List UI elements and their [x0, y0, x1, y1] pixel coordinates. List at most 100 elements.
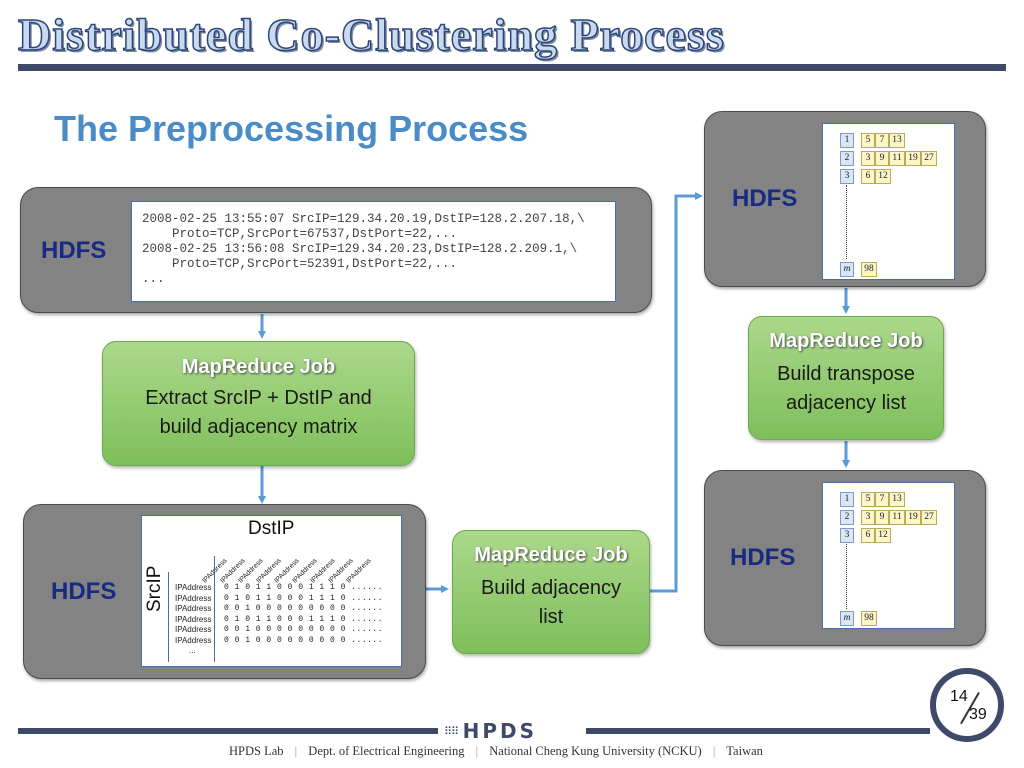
footer-rule-left [18, 728, 438, 734]
mapreduce-job-title: MapReduce Job [181, 356, 336, 378]
matrix-axis-line [214, 556, 215, 662]
footer-rule-right [586, 728, 930, 734]
matrix-row-axis-label: SrcIP [144, 565, 165, 612]
adjacency-matrix-box: DstIP SrcIP IPAddress IPAddress IPAddres… [141, 515, 402, 667]
logo-grid-icon: ⠿⠿ [444, 725, 459, 738]
list-continuation-line [846, 544, 847, 609]
matrix-col-axis-label: DstIP [248, 518, 295, 539]
list-key: 3 [840, 528, 854, 543]
list-key: m [840, 611, 854, 626]
footer-credits: HPDS Lab | Dept. of Electrical Engineeri… [229, 744, 763, 759]
matrix-row-labels: IPAddress IPAddress IPAddress IPAddress … [175, 583, 211, 657]
mapreduce-job-adjacency-list: MapReduce Job Build adjacency list [452, 530, 650, 654]
list-key: m [840, 262, 854, 277]
matrix-row-label: IPAddress [175, 583, 212, 592]
list-value: 12 [875, 528, 891, 543]
mapreduce-job-desc: adjacency list [785, 392, 907, 414]
mapreduce-job-desc: Build adjacency [480, 577, 622, 599]
matrix-row: 0 0 1 0 0 0 0 0 0 0 0 0 ...... [224, 635, 384, 645]
list-value: 19 [905, 510, 921, 525]
hdfs-panel-adjacency-list: HDFS 1 5 7 13 2 3 9 11 19 27 3 6 12 m 98 [704, 111, 986, 287]
list-value: 5 [861, 133, 875, 148]
footer-item: HPDS Lab [229, 744, 284, 758]
log-line: 2008-02-25 13:55:07 SrcIP=129.34.20.19,D… [142, 212, 585, 226]
hdfs-label: HDFS [732, 185, 798, 212]
list-value: 98 [861, 611, 877, 626]
list-value: 27 [921, 510, 937, 525]
log-box: 2008-02-25 13:55:07 SrcIP=129.34.20.19,D… [131, 201, 616, 302]
list-value: 13 [889, 492, 905, 507]
list-value: 3 [861, 510, 875, 525]
footer-separator: | [712, 744, 716, 758]
hdfs-panel-matrix: HDFS DstIP SrcIP IPAddress IPAddress IPA… [23, 504, 426, 679]
list-value: 27 [921, 151, 937, 166]
list-value: 6 [861, 169, 875, 184]
list-continuation-line [846, 185, 847, 259]
log-line: 2008-02-25 13:56:08 SrcIP=129.34.20.23,D… [142, 242, 578, 256]
mapreduce-job-transpose: MapReduce Job Build transpose adjacency … [748, 316, 944, 440]
hdfs-label: HDFS [730, 544, 796, 571]
list-value: 98 [861, 262, 877, 277]
title-divider [18, 64, 1006, 71]
matrix-row: 0 0 1 0 0 0 0 0 0 0 0 0 ...... [224, 625, 384, 634]
list-value: 11 [889, 510, 905, 525]
transpose-list-box: 1 5 7 13 2 3 9 11 19 27 3 6 12 m 98 [822, 482, 955, 629]
mapreduce-job-desc: Build transpose [777, 363, 915, 385]
list-key: 2 [840, 151, 854, 166]
hdfs-panel-transpose-list: HDFS 1 5 7 13 2 3 9 11 19 27 3 6 12 m 98 [704, 470, 986, 646]
hdfs-label: HDFS [41, 237, 107, 264]
list-value: 12 [875, 169, 891, 184]
list-key: 2 [840, 510, 854, 525]
list-value: 13 [889, 133, 905, 148]
log-line: ... [142, 272, 165, 286]
matrix-row: 0 1 0 1 1 0 0 0 1 1 1 0 ...... [224, 593, 384, 603]
footer-item: National Cheng Kung University (NCKU) [489, 744, 702, 758]
hpds-logo: ⠿⠿ HPDS [444, 719, 537, 743]
matrix-row-label: IPAddress [175, 635, 212, 645]
footer-item: Dept. of Electrical Engineering [308, 744, 465, 758]
page-number-badge: 14 39 [930, 668, 1004, 742]
mapreduce-job-desc: list [538, 606, 564, 628]
list-value: 3 [861, 151, 875, 166]
mapreduce-job-desc: Extract SrcIP + DstIP and [145, 387, 372, 409]
logo-text: HPDS [462, 719, 537, 743]
mapreduce-job-title: MapReduce Job [474, 544, 628, 566]
page-current: 14 [950, 688, 968, 705]
matrix-row-label: IPAddress [175, 593, 212, 603]
mapreduce-job-desc: build adjacency matrix [159, 416, 358, 438]
matrix-values: 0 1 0 1 1 0 0 0 1 1 1 0 ...... 0 1 0 1 1… [224, 583, 383, 646]
list-key: 1 [840, 133, 854, 148]
hdfs-label: HDFS [51, 578, 117, 605]
matrix-row-label: IPAddress [175, 625, 212, 634]
mapreduce-job-title: MapReduce Job [769, 330, 923, 352]
matrix-row: 0 1 0 1 1 0 0 0 1 1 1 0 ...... [224, 583, 384, 592]
list-value: 5 [861, 492, 875, 507]
list-value: 11 [889, 151, 905, 166]
matrix-row: 0 1 0 1 1 0 0 0 1 1 1 0 ...... [224, 614, 384, 624]
log-line: Proto=TCP,SrcPort=52391,DstPort=22,... [142, 257, 458, 271]
slide-subtitle: The Preprocessing Process [54, 108, 529, 149]
matrix-row-label: IPAddress [175, 604, 212, 613]
footer-item: Taiwan [726, 744, 763, 758]
matrix-row: 0 0 1 0 0 0 0 0 0 0 0 0 ...... [224, 604, 384, 613]
arrow-mr2-to-hdfs-top [650, 192, 703, 593]
adjacency-list-box: 1 5 7 13 2 3 9 11 19 27 3 6 12 m 98 [822, 123, 955, 280]
footer-separator: | [294, 744, 298, 758]
list-value: 6 [861, 528, 875, 543]
list-value: 19 [905, 151, 921, 166]
list-value: 7 [875, 492, 889, 507]
matrix-row-ellipsis: ... [189, 646, 196, 655]
matrix-axis-line [168, 572, 169, 662]
list-value: 7 [875, 133, 889, 148]
hdfs-panel-logs: HDFS 2008-02-25 13:55:07 SrcIP=129.34.20… [20, 187, 652, 313]
log-line: Proto=TCP,SrcPort=67537,DstPort=22,... [142, 227, 458, 241]
list-value: 9 [875, 510, 889, 525]
mapreduce-job-extract: MapReduce Job Extract SrcIP + DstIP and … [102, 341, 415, 466]
footer-separator: | [475, 744, 479, 758]
list-key: 1 [840, 492, 854, 507]
list-value: 9 [875, 151, 889, 166]
matrix-row-label: IPAddress [175, 614, 212, 624]
page-total: 39 [969, 706, 987, 723]
slide-title: Distributed Co-Clustering Process [17, 8, 725, 61]
